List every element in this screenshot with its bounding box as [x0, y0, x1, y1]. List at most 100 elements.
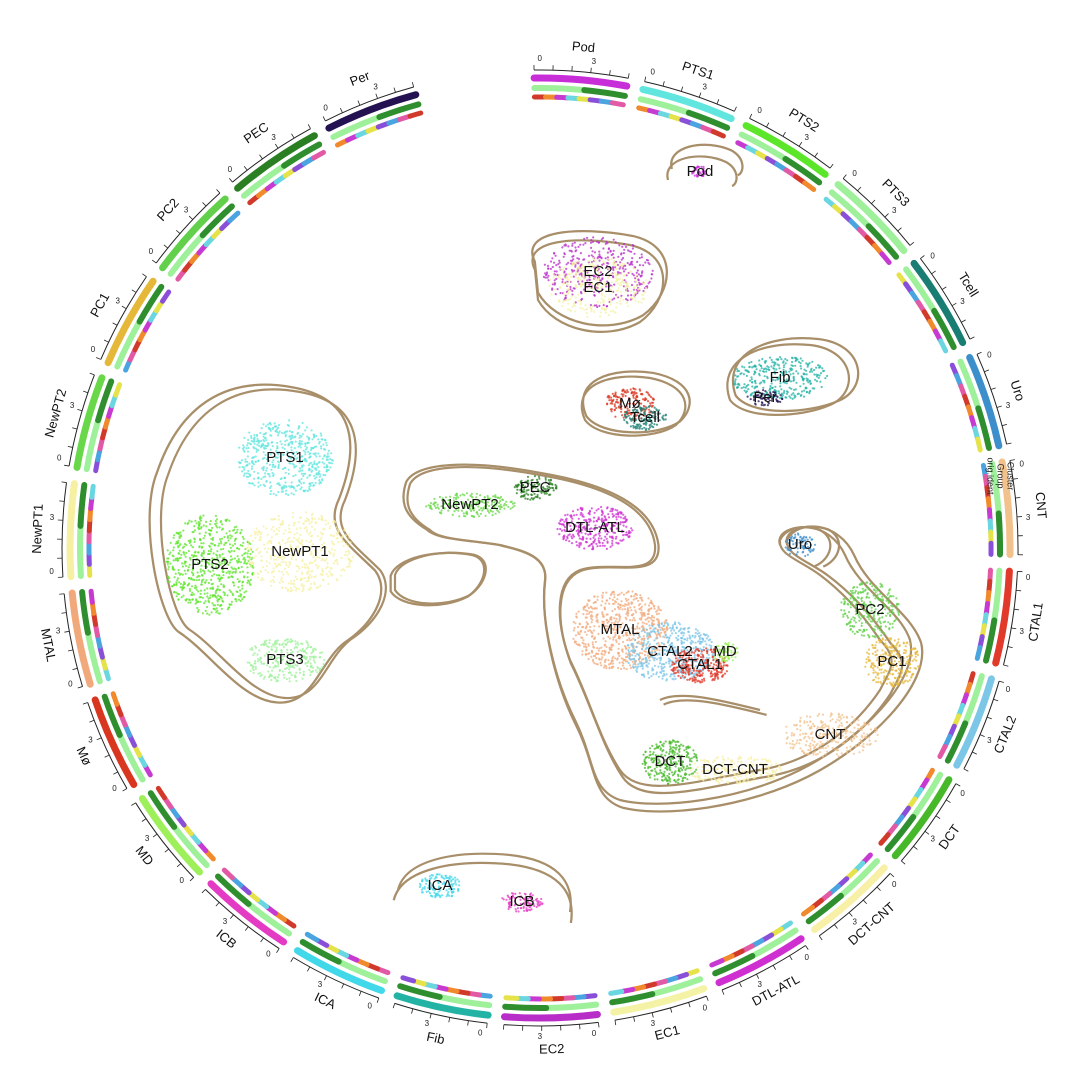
umap-point — [622, 388, 625, 392]
umap-point — [434, 506, 437, 510]
umap-point — [868, 618, 871, 621]
umap-point — [585, 616, 588, 619]
umap-point — [486, 495, 489, 498]
umap-point — [784, 540, 788, 543]
umap-point — [860, 622, 864, 625]
umap-point — [592, 540, 595, 544]
umap-point — [609, 288, 612, 291]
umap-point — [783, 389, 786, 393]
umap-point — [791, 397, 794, 400]
umap-point — [278, 643, 281, 646]
umap-point — [307, 518, 310, 521]
umap-point — [276, 445, 279, 448]
umap-point — [288, 677, 291, 680]
umap-point — [854, 589, 858, 593]
umap-point — [597, 649, 600, 652]
umap-point — [296, 570, 299, 573]
umap-point — [255, 527, 258, 530]
umap-point — [300, 516, 303, 519]
umap-point — [220, 607, 223, 611]
umap-point — [624, 390, 627, 393]
umap-point — [649, 423, 652, 426]
umap-point — [643, 653, 647, 657]
umap-point — [195, 554, 198, 558]
umap-point — [583, 276, 586, 279]
umap-point — [773, 361, 776, 364]
umap-point — [899, 675, 903, 679]
umap-point — [256, 437, 259, 440]
umap-point — [799, 357, 802, 360]
umap-point — [586, 307, 589, 310]
umap-point — [211, 602, 214, 605]
umap-point — [228, 551, 231, 554]
umap-point — [249, 547, 252, 550]
umap-point — [784, 381, 787, 384]
umap-point — [303, 490, 306, 493]
umap-point — [605, 305, 609, 308]
umap-point — [657, 409, 661, 412]
umap-point — [277, 673, 280, 676]
umap-point — [581, 307, 584, 310]
umap-point — [613, 600, 617, 603]
umap-point — [212, 536, 215, 540]
umap-point — [205, 525, 208, 528]
umap-point — [588, 278, 591, 282]
umap-point — [812, 548, 815, 551]
umap-point — [298, 434, 302, 437]
umap-point — [587, 606, 590, 610]
umap-point — [284, 529, 287, 532]
umap-point — [647, 416, 650, 419]
umap-point — [782, 368, 785, 372]
umap-point — [332, 562, 335, 565]
umap-point — [210, 578, 213, 582]
umap-point — [644, 286, 648, 289]
umap-point — [293, 465, 296, 468]
umap-point — [263, 640, 266, 643]
umap-point — [580, 301, 583, 304]
contour-outline — [531, 229, 668, 327]
umap-point — [236, 547, 239, 550]
umap-point — [498, 497, 501, 500]
umap-point — [866, 586, 869, 589]
umap-point — [614, 537, 618, 540]
umap-point — [272, 567, 275, 570]
umap-point — [611, 598, 615, 602]
umap-point — [626, 389, 629, 392]
umap-point — [272, 580, 275, 584]
umap-point — [319, 549, 322, 552]
umap-point — [505, 500, 508, 503]
umap-point — [568, 290, 571, 293]
umap-point — [588, 612, 591, 615]
umap-point — [242, 474, 245, 477]
umap-point — [253, 456, 256, 459]
umap-point — [320, 518, 323, 521]
umap-point — [243, 560, 247, 563]
umap-point — [795, 370, 798, 373]
umap-point — [166, 549, 169, 552]
umap-point — [463, 506, 466, 510]
umap-point — [895, 597, 898, 600]
umap-point — [596, 266, 599, 269]
umap-point — [593, 595, 596, 598]
umap-point — [589, 307, 592, 310]
umap-point — [588, 286, 592, 289]
umap-point — [632, 419, 635, 422]
umap-point — [643, 282, 646, 285]
umap-point — [799, 364, 802, 368]
umap-point — [580, 272, 583, 275]
umap-point — [277, 660, 280, 664]
umap-point — [583, 291, 587, 294]
umap-point — [454, 494, 457, 497]
umap-point — [249, 648, 252, 651]
umap-point — [579, 306, 582, 309]
umap-point — [628, 532, 631, 535]
umap-point — [905, 642, 908, 645]
umap-point — [577, 276, 580, 279]
umap-point — [270, 528, 273, 531]
umap-point — [597, 283, 601, 286]
umap-point — [312, 452, 315, 455]
umap-point — [314, 575, 317, 578]
umap-point — [539, 490, 542, 493]
umap-point — [324, 474, 327, 477]
umap-point — [295, 589, 298, 592]
